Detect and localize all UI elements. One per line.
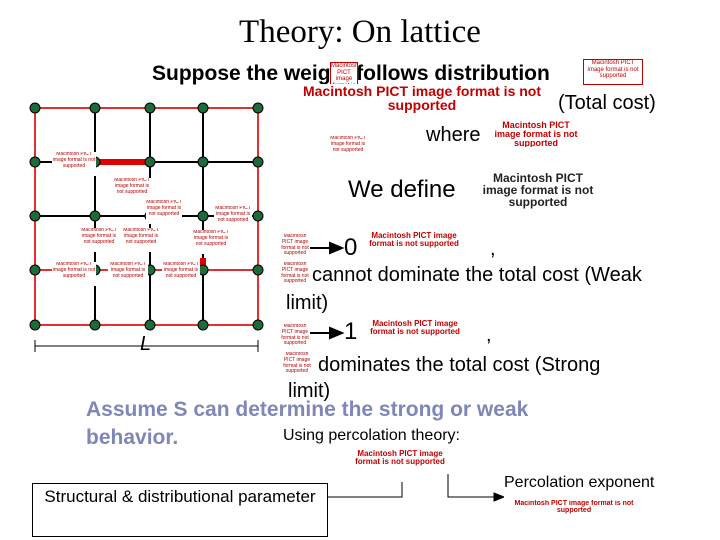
pict-placeholder: Macintosh PICT image format is not suppo… — [122, 228, 160, 252]
pict-placeholder: Macintosh PICT image format is not suppo… — [358, 232, 470, 256]
pict-placeholder: Macintosh PICT image format is not suppo… — [280, 352, 314, 376]
pict-placeholder: Macintosh PICT image format is not suppo… — [280, 262, 310, 286]
pict-placeholder: Macintosh PICT image format is not suppo… — [108, 262, 148, 286]
pict-placeholder: Macintosh PICT image format is not suppo… — [214, 206, 252, 230]
strong-text-limit: limit) — [288, 380, 331, 402]
pict-placeholder: Macintosh PICT image format is not suppo… — [360, 320, 470, 344]
lattice-size-label: L — [140, 333, 152, 355]
weak-value: 0 — [344, 234, 358, 261]
pict-placeholder: Macintosh PICT image format is not suppo… — [583, 59, 643, 85]
assume-line-1: Assume S can determine the strong or wea… — [86, 398, 529, 421]
strong-text: dominates the total cost (Strong — [318, 354, 601, 376]
pict-placeholder: Macintosh PICT image format is not suppo… — [330, 136, 366, 164]
pict-placeholder: Macintosh PICT image format is not suppo… — [492, 121, 580, 147]
pict-placeholder: Macintosh PICT image format is not suppo… — [300, 84, 544, 128]
pict-placeholder: Macintosh PICT image format is not suppo… — [192, 230, 230, 254]
assume-line-2: behavior. — [86, 426, 179, 449]
structural-parameter-box: Structural & distributional parameter — [32, 483, 328, 537]
pict-placeholder: Macintosh PICT image format is not suppo… — [162, 262, 200, 286]
pict-placeholder: Macintosh PICT image format is not suppo… — [280, 324, 310, 348]
we-define-label: We define — [348, 176, 456, 203]
slide-title: Theory: On lattice — [239, 14, 481, 50]
pict-placeholder: Macintosh PICT image format is not suppo… — [344, 450, 456, 474]
pict-placeholder: Macintosh PICT image format is not suppo… — [112, 178, 152, 202]
pict-placeholder: Macintosh PICT image format is not suppo… — [280, 234, 310, 258]
total-cost-label: (Total cost) — [558, 92, 656, 114]
where-label: where — [426, 124, 481, 146]
pict-placeholder: Macintosh PICT image format is not suppo… — [80, 228, 118, 252]
weak-comma: , — [490, 238, 496, 260]
percolation-exponent-text: Percolation exponent — [504, 474, 655, 491]
pict-placeholder: Macintosh PICT image format is not suppo… — [504, 500, 644, 520]
pict-placeholder: Macintosh PICT image format is not suppo… — [480, 172, 596, 216]
percolation-theory-label: Using percolation theory: — [283, 427, 460, 444]
strong-value: 1 — [344, 318, 358, 345]
structural-parameter-text: Structural & distributional parameter — [44, 487, 316, 506]
pict-placeholder: Macintosh PICT image format is not suppo… — [146, 200, 182, 224]
weak-text-limit: limit) — [286, 292, 329, 314]
strong-comma: , — [486, 324, 492, 346]
pict-placeholder: Macintosh PICT image format is not suppo… — [52, 262, 96, 286]
weak-text: cannot dominate the total cost (Weak — [312, 264, 642, 286]
pict-placeholder: Macintosh PICT image format is not suppo… — [52, 152, 96, 176]
